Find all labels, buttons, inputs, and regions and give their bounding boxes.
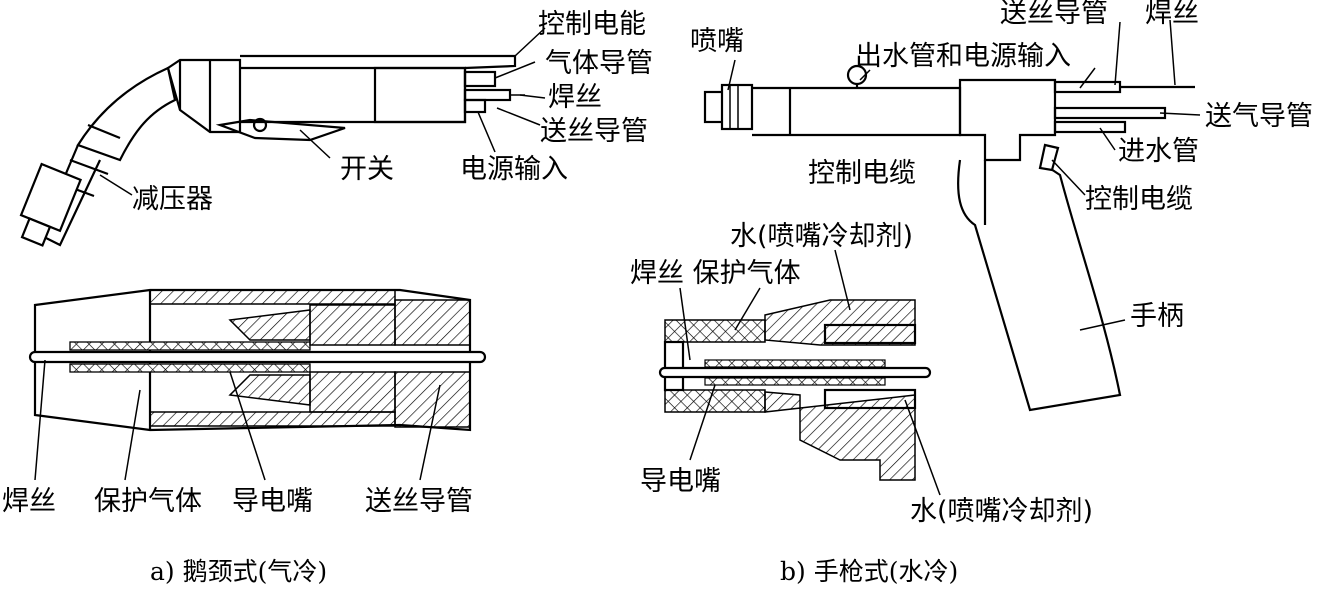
caption-panel-b: b) 手枪式(水冷) <box>780 557 958 586</box>
label-section-wire-a: 焊丝 <box>2 486 56 517</box>
label-reducer: 减压器 <box>132 184 213 215</box>
caption-panel-a: a) 鹅颈式(气冷) <box>150 557 327 586</box>
panel-b-torch-drawing <box>703 19 1201 412</box>
label-control-cable-left: 控制电缆 <box>808 158 916 189</box>
label-gas-conduit: 气体导管 <box>545 48 653 79</box>
label-section-shield-gas: 保护气体 <box>94 486 202 517</box>
label-handle: 手柄 <box>1130 301 1184 332</box>
label-gas-tube: 送气导管 <box>1205 101 1313 132</box>
label-wire-b: 焊丝 <box>1145 0 1199 29</box>
label-water-out-power: 出水管和电源输入 <box>855 41 1071 72</box>
label-wire-feed-tube-b: 送丝导管 <box>1000 0 1108 29</box>
label-wire-a: 焊丝 <box>548 82 602 113</box>
panel-b-section-drawing <box>658 249 941 496</box>
label-power-input: 电源输入 <box>460 154 568 185</box>
label-section-contact-tip-a: 导电嘴 <box>232 486 313 517</box>
label-switch: 开关 <box>340 154 394 185</box>
panel-a-section-drawing <box>28 288 487 481</box>
label-nozzle: 喷嘴 <box>690 26 744 57</box>
label-control-power: 控制电能 <box>538 9 646 40</box>
panel-a-torch-drawing <box>19 27 546 247</box>
label-wire-shield-gas: 焊丝 保护气体 <box>630 258 801 289</box>
label-water-in: 进水管 <box>1118 136 1199 167</box>
label-section-contact-tip-b: 导电嘴 <box>640 466 721 497</box>
label-wire-feed-tube-a: 送丝导管 <box>540 116 648 147</box>
label-water-bottom: 水(喷嘴冷却剂) <box>910 496 1093 527</box>
label-water-top: 水(喷嘴冷却剂) <box>730 221 913 252</box>
label-control-cable-right: 控制电缆 <box>1085 184 1193 215</box>
label-section-wire-feed-tube-a: 送丝导管 <box>365 486 473 517</box>
